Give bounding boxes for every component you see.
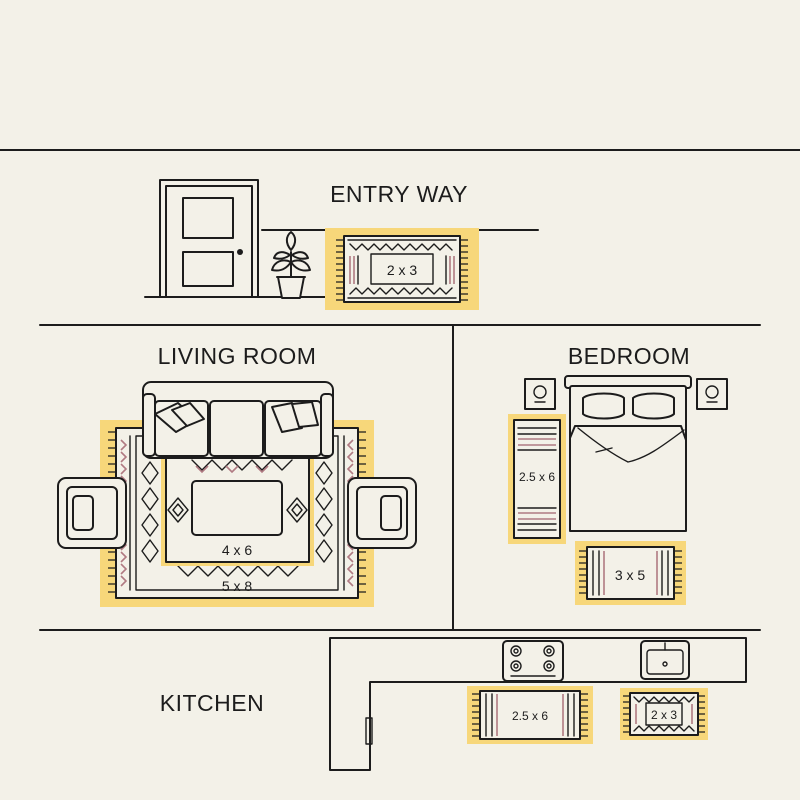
rug-bed-foot: 3 x 5	[575, 541, 686, 605]
rug-kitchen-stove: 2.5 x 6	[467, 686, 593, 744]
room-label-entry: ENTRY WAY	[330, 181, 468, 207]
door-icon	[159, 179, 259, 298]
rug-bed-side: 2.5 x 6	[508, 414, 566, 544]
rug-label-entry: 2 x 3	[387, 262, 418, 278]
rug-kitchen-sink: 2 x 3	[620, 688, 708, 740]
nightstand-icon-right	[696, 378, 728, 410]
rug-label-bed-foot: 3 x 5	[615, 567, 646, 583]
rug-label-bed-side: 2.5 x 6	[519, 470, 555, 484]
bed-icon	[564, 375, 692, 532]
room-label-bedroom: BEDROOM	[568, 343, 690, 369]
plant-icon	[271, 231, 311, 299]
nightstand-icon-left	[524, 378, 556, 410]
room-label-living: LIVING ROOM	[158, 343, 317, 369]
room-label-kitchen: KITCHEN	[160, 690, 264, 716]
rug-label-living-inner: 4 x 6	[222, 542, 253, 558]
armchair-icon-left	[57, 477, 127, 549]
rug-entry: 2 x 3	[325, 228, 479, 310]
sofa-icon	[142, 381, 334, 459]
coffee-table-icon	[191, 480, 283, 536]
rug-label-living-outer: 5 x 8	[222, 578, 253, 594]
rug-label-kitchen-sink: 2 x 3	[651, 708, 677, 722]
sink-icon	[640, 640, 690, 680]
stove-icon	[502, 640, 564, 682]
armchair-icon-right	[347, 477, 417, 549]
rug-label-kitchen-stove: 2.5 x 6	[512, 709, 548, 723]
